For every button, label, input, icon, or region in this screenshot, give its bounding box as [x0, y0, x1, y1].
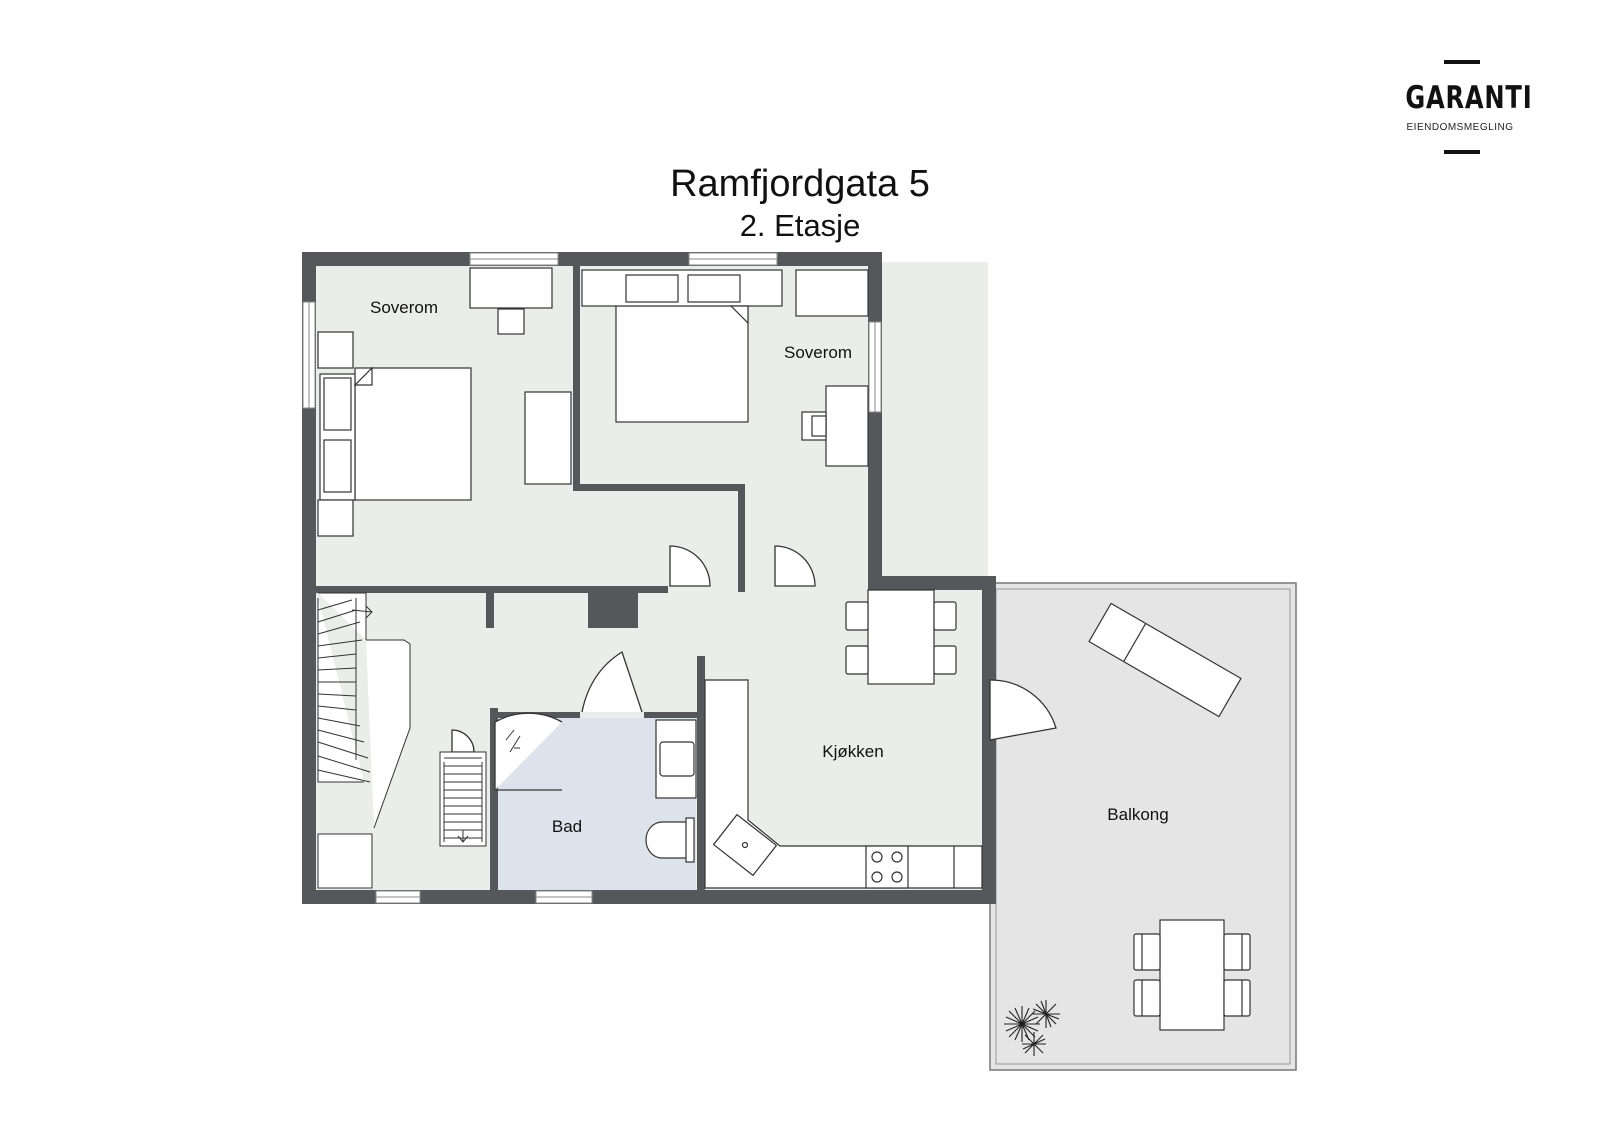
- bedroom-left-furniture: [317, 267, 572, 537]
- staircase: [317, 592, 487, 889]
- room-labels: Soverom Soverom Kjøkken Bad Balkong: [370, 298, 1169, 836]
- room-label-balcony: Balkong: [1107, 805, 1168, 824]
- bed-double: [615, 305, 749, 423]
- dining-table: [867, 589, 935, 685]
- floor-label: 2. Etasje: [739, 208, 861, 243]
- stair-steps: [317, 599, 371, 783]
- kitchen-furniture: [704, 589, 983, 889]
- desk: [825, 385, 869, 467]
- plan-title: Ramfjordgata 5: [670, 163, 930, 205]
- room-label-bedroom-right: Soverom: [784, 343, 852, 362]
- desk-chair: [497, 308, 525, 335]
- room-label-bedroom-left: Soverom: [370, 298, 438, 317]
- wardrobe: [524, 391, 572, 485]
- bed-double: [354, 367, 472, 501]
- cabinet: [317, 833, 373, 889]
- sink: [659, 741, 695, 777]
- desk: [469, 267, 553, 309]
- nightstand: [317, 331, 354, 369]
- windows: [302, 252, 882, 904]
- plant-icon: [1004, 1000, 1060, 1056]
- garanti-logo: GARANTI EIENDOMSMEGLING: [1390, 60, 1533, 160]
- sun-lounger: [1088, 602, 1242, 718]
- logo-bottom-bar: [1444, 150, 1480, 154]
- stove: [865, 845, 909, 889]
- balcony-table: [1159, 919, 1225, 1031]
- brand-tagline: EIENDOMSMEGLING: [1406, 122, 1514, 133]
- toilet: [645, 821, 691, 859]
- brand-name: GARANTI: [1405, 80, 1533, 116]
- bathroom-fixtures: [505, 719, 697, 863]
- wardrobe: [795, 269, 869, 317]
- bedroom-right-furniture: [581, 269, 869, 467]
- balcony-furniture: [1088, 602, 1251, 1031]
- room-label-bathroom: Bad: [552, 817, 582, 836]
- room-label-kitchen: Kjøkken: [822, 742, 883, 761]
- logo-top-bar: [1444, 60, 1480, 64]
- nightstand: [317, 499, 354, 537]
